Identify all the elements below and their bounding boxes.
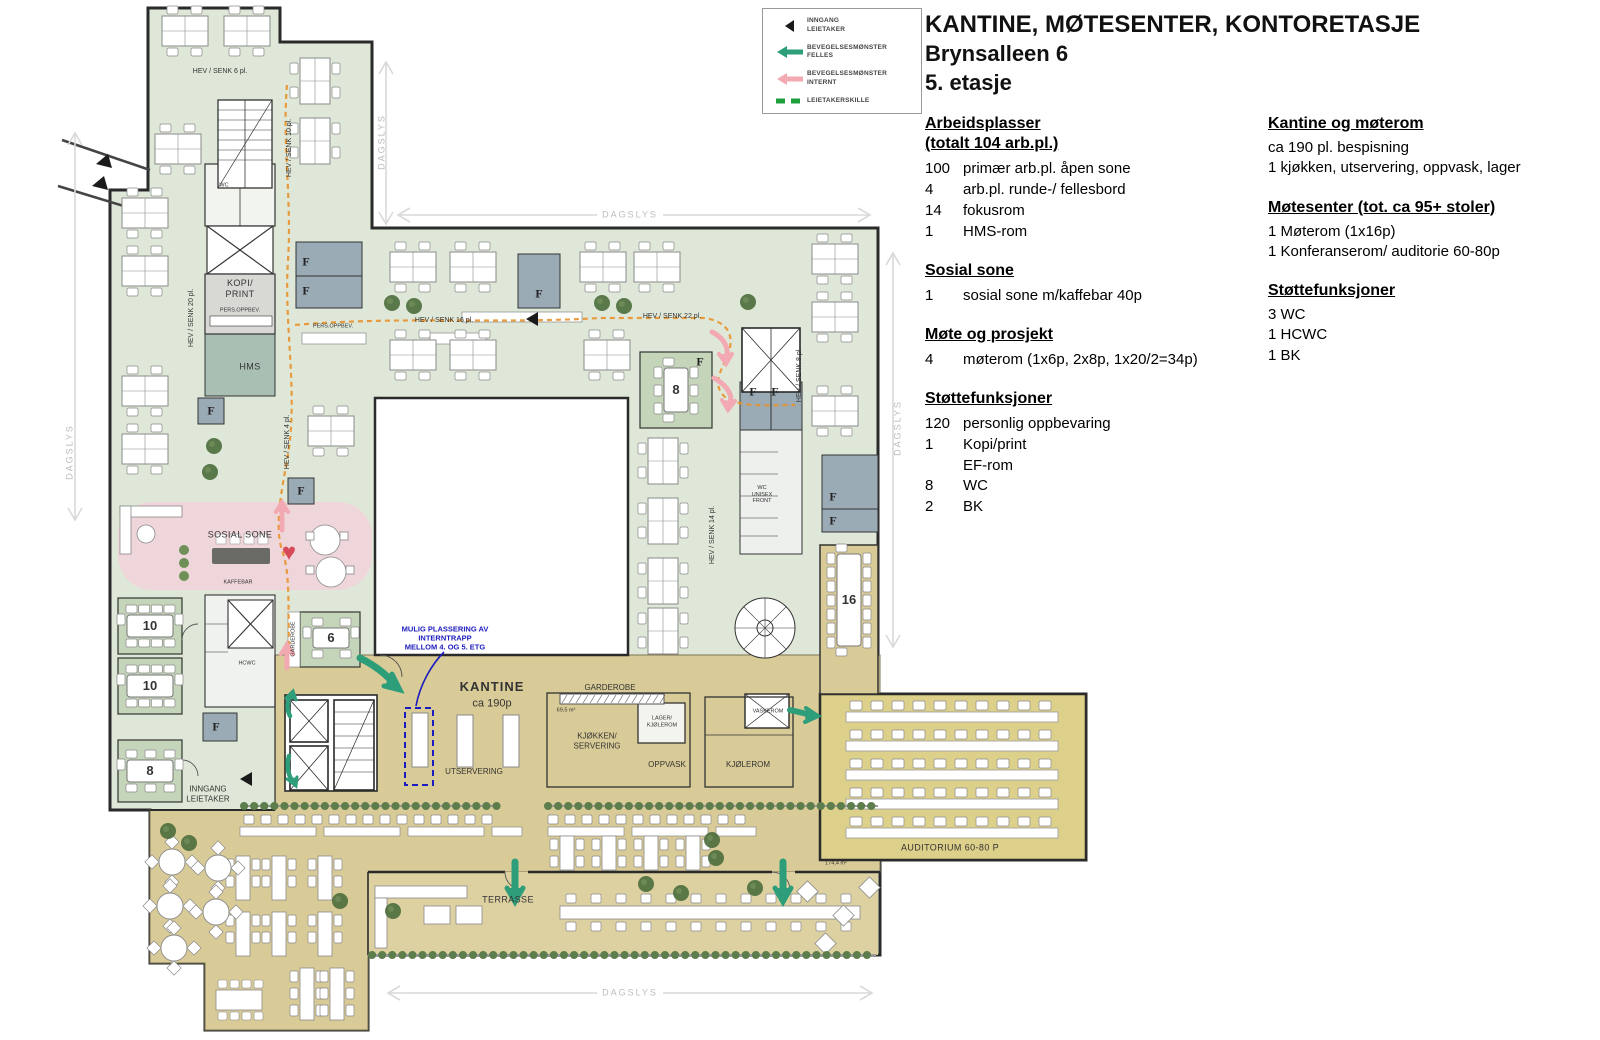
program-section: Støttefunksjoner 3 WC 1 HCWC 1 BK: [1268, 281, 1600, 366]
section-heading: Arbeidsplasser: [925, 115, 1041, 132]
garderobe-hatch: [559, 693, 666, 705]
entrance-triangle-icon: [773, 19, 807, 33]
kitchen-walls: [546, 692, 794, 788]
vaskerom-box: [744, 693, 790, 729]
program-section: Møtesenter (tot. ca 95+ stoler) 1 Møterom…: [1268, 198, 1600, 263]
internt-arrows: [274, 329, 737, 671]
section-heading: Sosial sone: [925, 261, 1014, 279]
core-bottom: [284, 694, 378, 792]
legend-item-internt: BEVEGELSESMØNSTER INTERNT: [773, 70, 915, 88]
pink-arrow-icon: [773, 72, 807, 86]
program-line: 3 WC: [1268, 306, 1306, 323]
kantine-seating: [142, 814, 757, 1021]
page-floor: 5. etasje: [925, 69, 1012, 95]
wc-unisex-block: [739, 429, 803, 555]
legend: INNGANG LEIETAKER BEVEGELSESMØNSTER FELL…: [762, 8, 922, 115]
sosial-lounge: [119, 505, 355, 588]
office-desk-pods: [121, 5, 859, 655]
page-title: KANTINE, MØTESENTER, KONTORETASJE: [925, 11, 1421, 38]
green-arrow-icon: [773, 45, 807, 59]
section-heading: Møte og prosjekt: [925, 325, 1054, 343]
legend-label: BEVEGELSESMØNSTER INTERNT: [807, 70, 887, 86]
legend-item-felles: BEVEGELSESMØNSTER FELLES: [773, 44, 915, 62]
section-heading: Kantine og møterom: [1268, 115, 1424, 132]
program-line: 1 Konferanserom/ auditorie 60-80p: [1268, 242, 1500, 260]
legend-label: LEIETAKERSKILLE: [807, 96, 870, 104]
program-row: EF-rom: [963, 456, 1013, 474]
program-section: Kantine og møterom ca 190 pl. bespisning 1…: [1268, 114, 1600, 179]
section-subheading: (totalt 104 arb.pl.): [925, 135, 1059, 152]
utservering-counters: [411, 712, 520, 768]
dashed-line-icon: [773, 97, 807, 105]
heart-icon: ♥: [281, 539, 297, 566]
terrasse-furniture: [374, 876, 881, 955]
kaffebar-counter: [212, 533, 270, 564]
courtyard: [373, 396, 630, 657]
program-column-2: Kantine og møterom ca 190 pl. bespisning 1…: [1268, 114, 1600, 385]
interntrapp-proposal: [404, 651, 445, 786]
page-subtitle: Brynsalleen 6: [925, 41, 1069, 66]
program-line: 1 kjøkken, utservering, oppvask, lager: [1268, 159, 1521, 177]
entrance-triangles: [92, 154, 538, 786]
service-core-left: [204, 163, 276, 335]
legend-label: INNGANG LEIETAKER: [807, 17, 846, 33]
auditorium-seating: [845, 700, 1059, 839]
section-heading: Støttefunksjoner: [925, 389, 1053, 407]
section-heading: Møtesenter (tot. ca 95+ stoler): [1268, 198, 1496, 216]
legend-label: BEVEGELSESMØNSTER FELLES: [807, 43, 887, 60]
core-mid-right: [741, 327, 801, 393]
section-heading: Støttefunksjoner: [1268, 282, 1396, 299]
legend-item-leietakerskille: LEIETAKERSKILLE: [773, 97, 915, 106]
spiral-stair: [734, 597, 796, 659]
legend-item-inngang: INNGANG LEIETAKER: [773, 17, 915, 35]
felles-arrows: [284, 654, 823, 908]
room-hms: [204, 333, 276, 397]
meeting-tables: [116, 357, 872, 793]
hedge-rows: [240, 802, 882, 959]
fokus-rooms: [197, 241, 879, 742]
plants-and-trees: [160, 294, 763, 919]
program-line: ca 190 pl. bespisning: [1268, 139, 1409, 156]
program-line: 1 BK: [1268, 346, 1301, 364]
wc-core-left: [204, 594, 276, 708]
title-block: KANTINE, MØTESENTER, KONTORETASJE Brynsa…: [925, 10, 1585, 97]
program-line: 1 Møterom (1x16p): [1268, 222, 1396, 240]
stairs-top-left: [217, 99, 273, 189]
program-line: 1 HCWC: [1268, 326, 1328, 344]
